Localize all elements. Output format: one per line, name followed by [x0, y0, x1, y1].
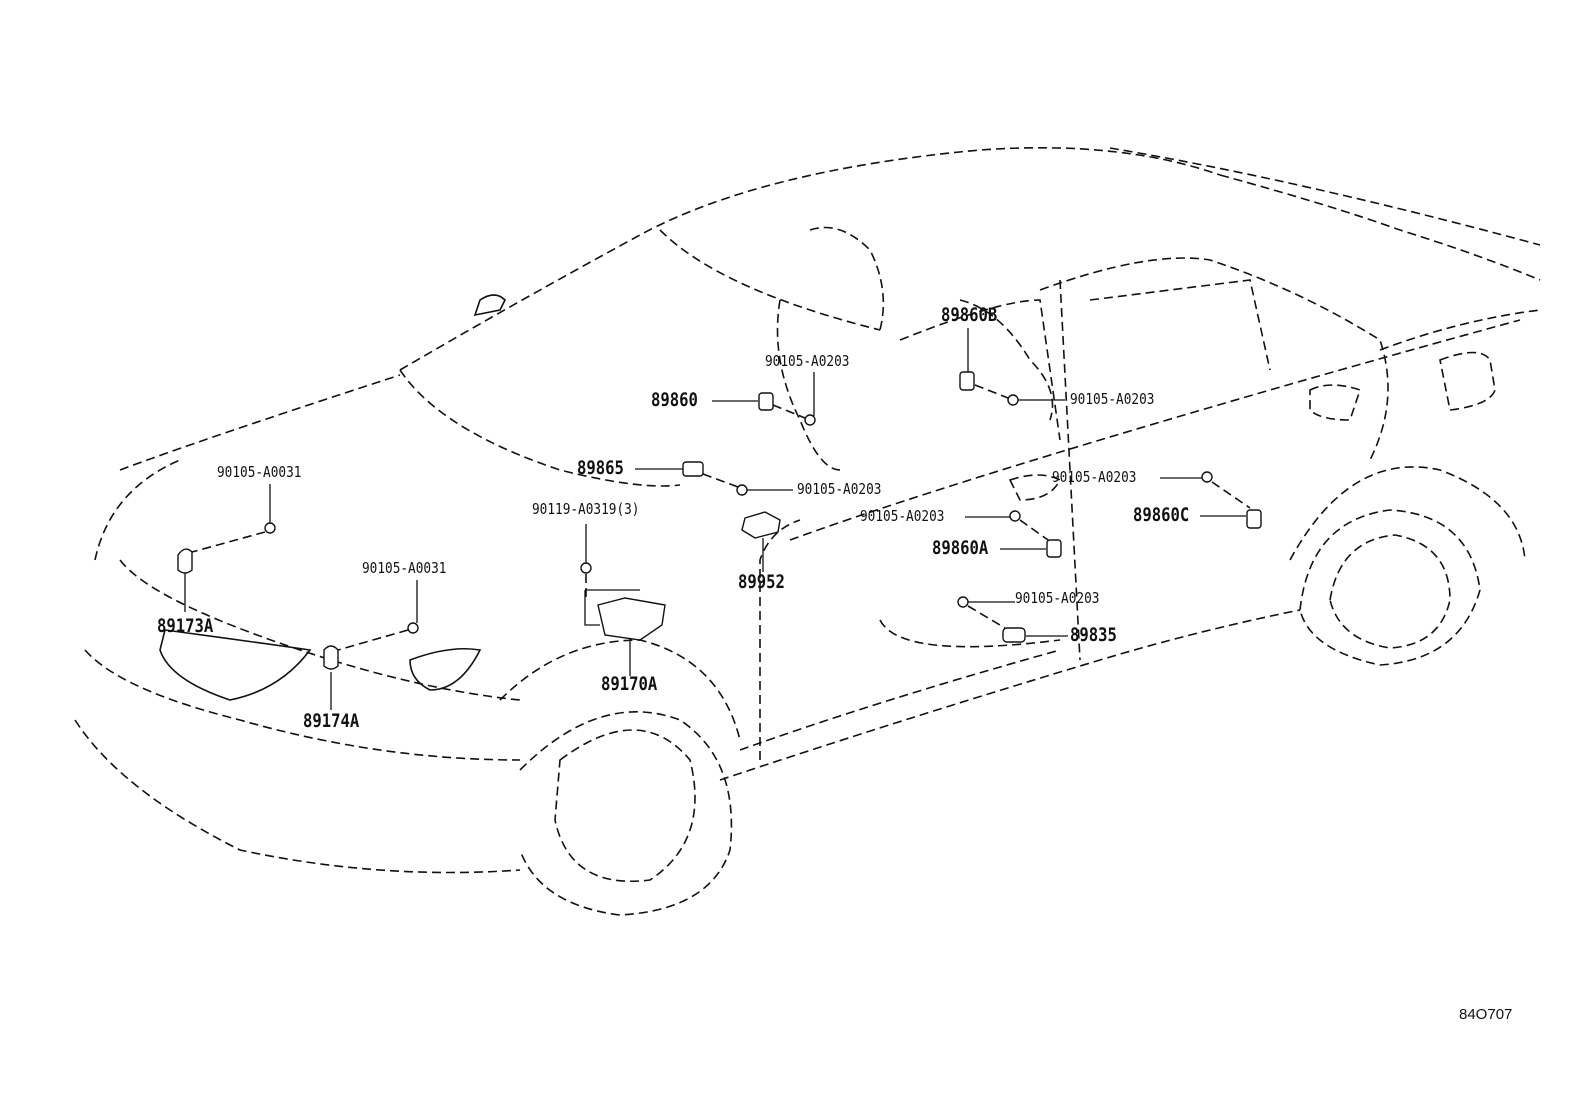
- callout-89860A: 89860A: [932, 537, 989, 559]
- callout-89860C: 89860C: [1133, 504, 1190, 526]
- sensor-89860B: [959, 371, 975, 391]
- callout-89173A: 89173A: [157, 615, 214, 637]
- callout-89860: 89860: [651, 389, 698, 411]
- sensor-89173A: [177, 548, 193, 574]
- diagram-reference-code: 84O707: [1459, 1006, 1513, 1023]
- callout-89174A: 89174A: [303, 710, 360, 732]
- callout-89860B: 89860B: [941, 304, 998, 326]
- callout-89835: 89835: [1070, 624, 1117, 646]
- sensor-89865: [682, 461, 704, 477]
- sensor-89860A: [1046, 539, 1062, 558]
- sensor-89860C: [1246, 509, 1262, 529]
- callout-90105-A0203-mid: 90105-A0203: [797, 480, 882, 498]
- callout-90105-A0031-lower: 90105-A0031: [362, 559, 447, 577]
- callout-90119-A0319: 90119-A0319(3): [532, 500, 640, 518]
- callout-90105-A0203-low: 90105-A0203: [1015, 589, 1100, 607]
- airbag-unit-89170A: [597, 597, 666, 641]
- callout-89952: 89952: [738, 571, 785, 593]
- callout-89170A: 89170A: [601, 673, 658, 695]
- module-89952: [741, 511, 781, 539]
- callout-90105-A0203-right-2: 90105-A0203: [1052, 468, 1137, 486]
- sensor-89860: [758, 392, 774, 411]
- callout-90105-A0203-right-1: 90105-A0203: [1070, 390, 1155, 408]
- callout-90105-A0031-upper: 90105-A0031: [217, 463, 302, 481]
- sensor-89174A: [323, 645, 339, 670]
- callout-90105-A0203-top: 90105-A0203: [765, 352, 850, 370]
- callout-90105-A0203-center: 90105-A0203: [860, 507, 945, 525]
- callout-89865: 89865: [577, 457, 624, 479]
- sensor-89835: [1002, 627, 1026, 643]
